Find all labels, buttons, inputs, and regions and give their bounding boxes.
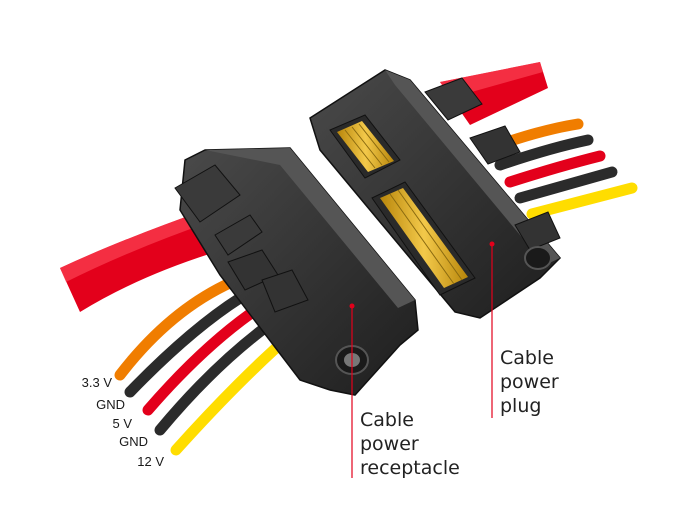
plug-pin-block-small (329, 114, 401, 179)
wire-black-2 (154, 324, 268, 436)
wire-black-1 (124, 292, 246, 398)
plug-marker-dot (489, 241, 495, 247)
plug-wire-red (504, 150, 606, 188)
wire-label-5v: 5 V (112, 416, 132, 431)
receptacle-callout-line-1: Cable (360, 409, 414, 431)
plug-callout: Cable power plug (500, 346, 559, 418)
wire-label-gnd-1: GND (96, 397, 125, 412)
cable-power-plug (309, 62, 638, 319)
plug-wire-yellow (526, 182, 638, 220)
receptacle-callout-line-2: power (360, 433, 419, 455)
plug-wire-black-1 (494, 134, 594, 171)
plug-latch-hole (524, 246, 552, 270)
receptacle-callout-line-3: receptacle (360, 457, 460, 479)
receptacle-wires (114, 276, 282, 456)
wire-yellow (170, 342, 282, 456)
plug-wires (484, 118, 638, 220)
wire-label-3-3v: 3.3 V (81, 375, 112, 390)
plug-pin-block-large (371, 181, 476, 296)
plug-callout-line-3: plug (500, 395, 542, 417)
receptacle-marker-dot (349, 303, 355, 309)
wire-red (142, 308, 256, 416)
receptacle-callout: Cable power receptacle (360, 408, 460, 480)
wire-label-gnd-2: GND (119, 434, 148, 449)
receptacle-sheath-cable (60, 210, 222, 312)
cable-power-receptacle (60, 147, 419, 456)
plug-wire-black-2 (514, 166, 618, 204)
wire-label-12v: 12 V (137, 454, 164, 469)
receptacle-connector-body (179, 147, 419, 396)
plug-callout-line-2: power (500, 371, 559, 393)
wire-orange (114, 276, 238, 381)
plug-callout-line-1: Cable (500, 347, 554, 369)
